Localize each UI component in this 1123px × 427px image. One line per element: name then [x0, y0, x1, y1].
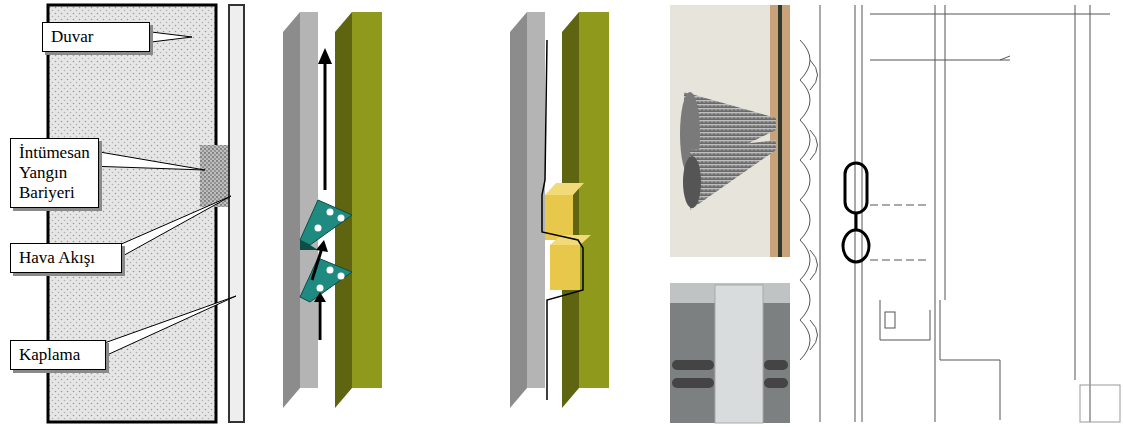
- callout-label: İntümesan Yangın Bariyeri: [19, 143, 90, 203]
- callout-box: Duvar: [42, 22, 150, 52]
- callout-box: İntümesan Yangın Bariyeri: [10, 138, 99, 208]
- callout-label: Kaplama: [19, 345, 97, 365]
- callout-label: Duvar: [51, 27, 141, 47]
- callout-label: Hava Akışı: [19, 248, 113, 268]
- callout-box: Hava Akışı: [10, 243, 122, 273]
- callout-box: Kaplama: [10, 340, 106, 370]
